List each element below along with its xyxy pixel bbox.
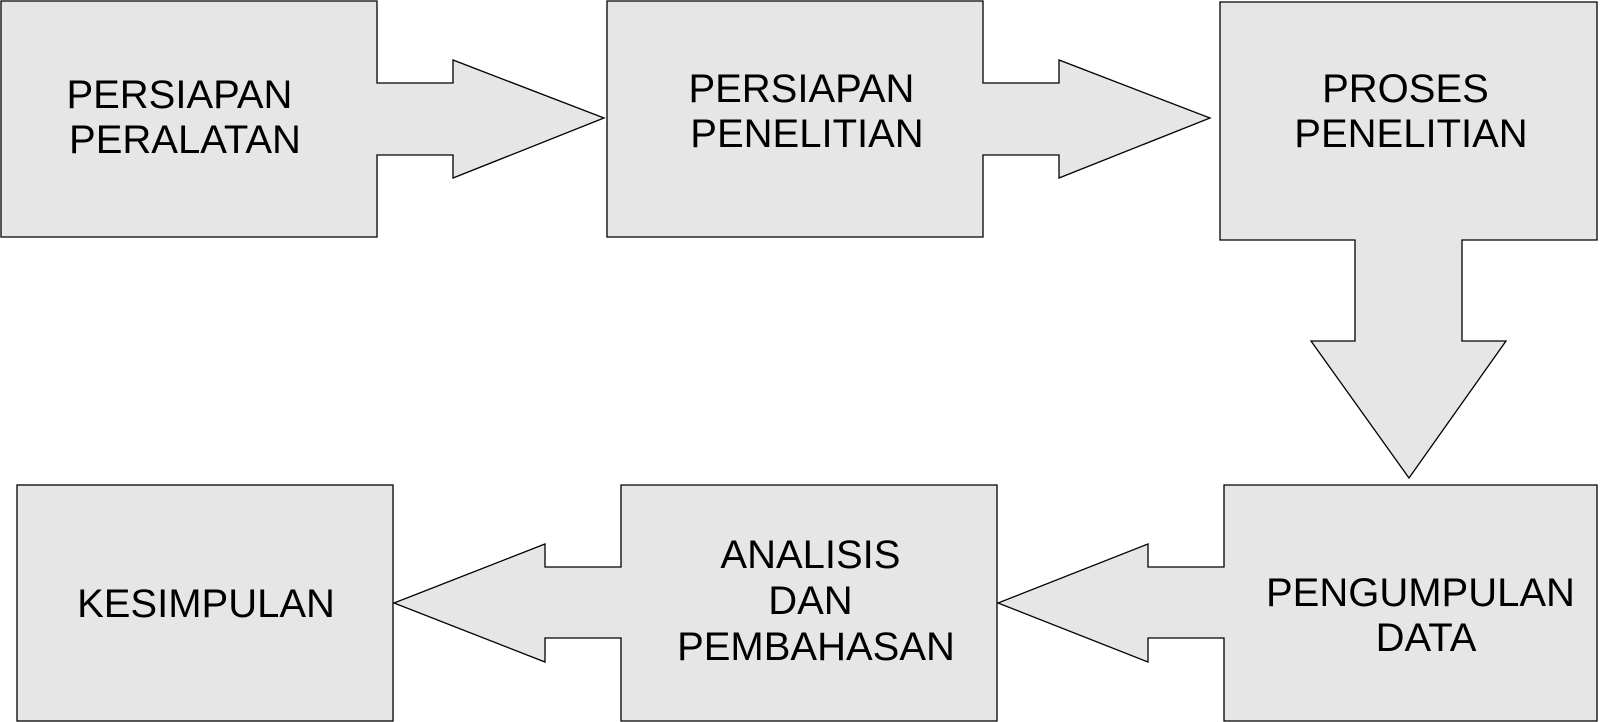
step-label-line: PROSES <box>1322 67 1489 111</box>
step-label-line: DATA <box>1376 616 1477 660</box>
step-shape-pengumpulan-data <box>996 484 1598 722</box>
step-label-pengumpulan-data: PENGUMPULAN DATA <box>1266 571 1586 660</box>
step-label-persiapan-penelitian: PERSIAPAN PENELITIAN <box>688 67 925 156</box>
step-proses-penelitian: PROSES PENELITIAN <box>1219 1 1598 480</box>
step-persiapan-peralatan: PERSIAPAN PERALATAN <box>0 0 606 238</box>
step-shape-persiapan-peralatan <box>0 0 606 238</box>
step-label-line: KESIMPULAN <box>77 582 335 626</box>
step-pengumpulan-data: PENGUMPULAN DATA <box>996 484 1598 722</box>
step-label-line: PENELITIAN <box>690 112 923 156</box>
step-shape-proses-penelitian <box>1219 1 1598 480</box>
step-label-kesimpulan: KESIMPULAN <box>77 582 335 626</box>
step-persiapan-penelitian: PERSIAPAN PENELITIAN <box>606 0 1212 238</box>
step-kesimpulan: KESIMPULAN <box>16 484 394 722</box>
step-shape-analisis-dan-pembahasan <box>392 484 998 722</box>
step-label-persiapan-peralatan: PERSIAPAN PERALATAN <box>66 73 303 162</box>
step-analisis-dan-pembahasan: ANALISIS DAN PEMBAHASAN <box>392 484 998 722</box>
step-label-line: PERSIAPAN <box>688 67 914 111</box>
step-label-line: PEMBAHASAN <box>677 625 955 669</box>
step-label-proses-penelitian: PROSES PENELITIAN <box>1294 67 1527 156</box>
step-label-line: PERALATAN <box>69 118 301 162</box>
step-label-analisis-dan-pembahasan: ANALISIS DAN PEMBAHASAN <box>677 533 955 669</box>
step-label-line: PERSIAPAN <box>66 73 292 117</box>
step-label-line: ANALISIS <box>720 533 900 577</box>
step-label-line: DAN <box>768 579 852 623</box>
step-label-line: PENELITIAN <box>1294 112 1527 156</box>
step-shape-kesimpulan <box>16 484 394 722</box>
step-shape-persiapan-penelitian <box>606 0 1212 238</box>
step-label-line: PENGUMPULAN <box>1266 571 1575 615</box>
